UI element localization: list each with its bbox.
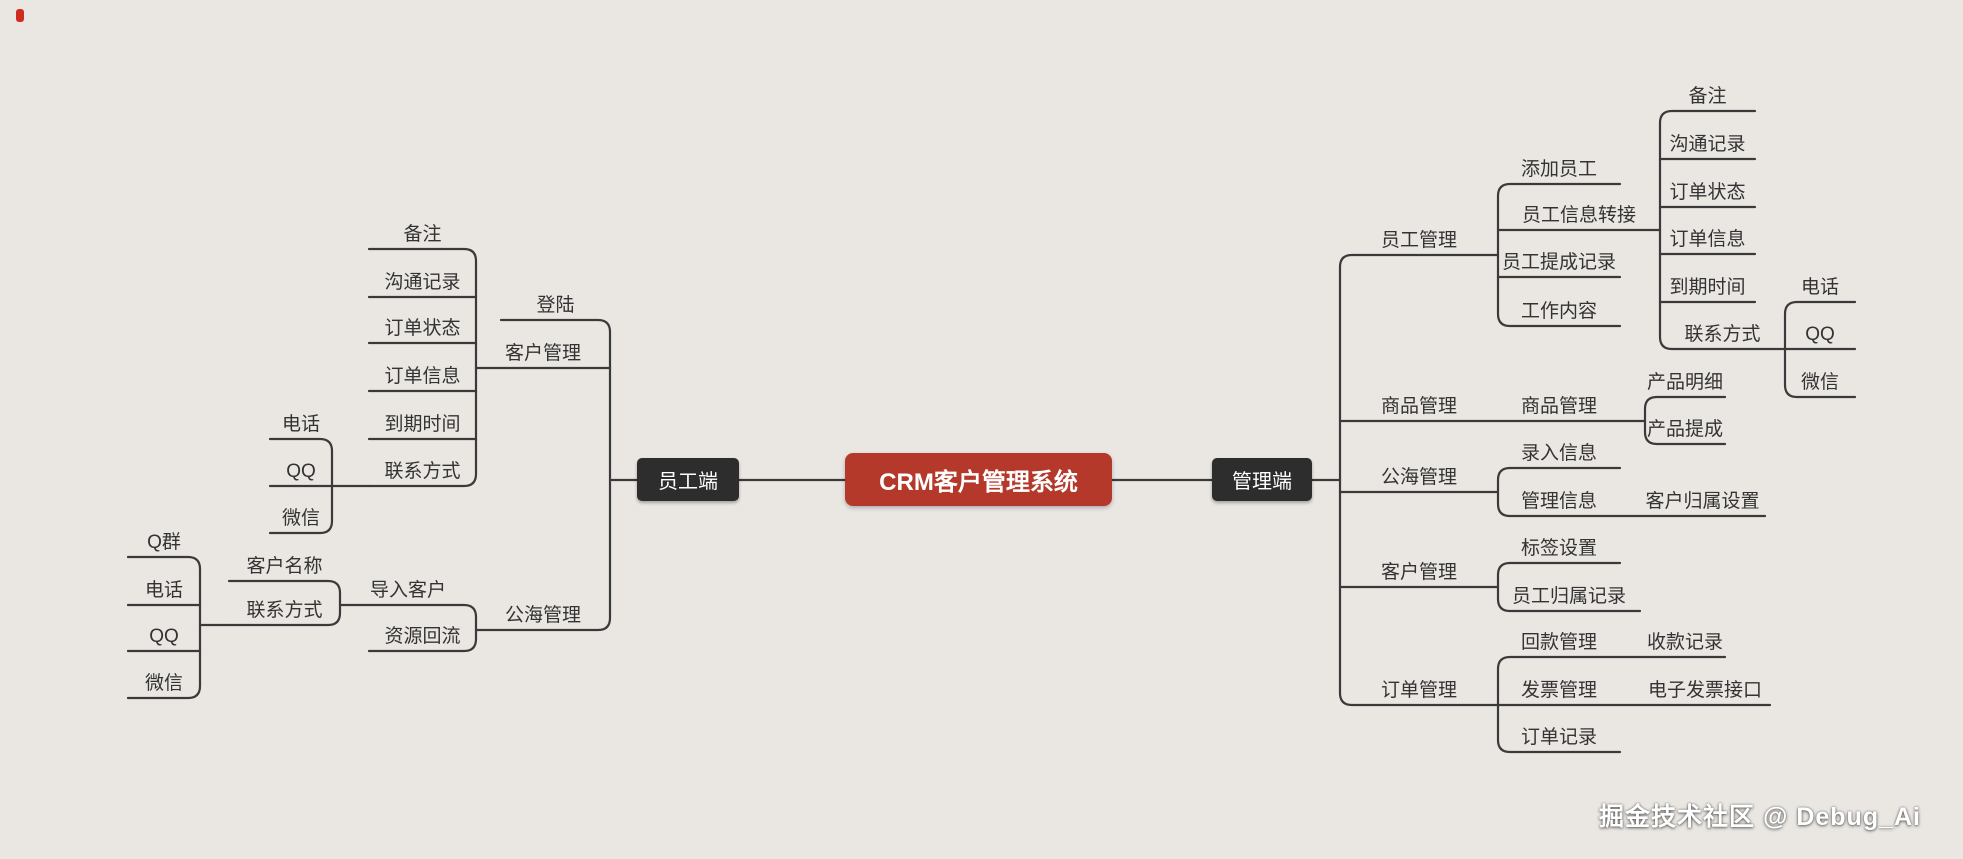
right-connectors (1110, 109, 1857, 754)
node-import-customer[interactable]: 导入客户 (369, 580, 446, 601)
connector-left-customer-bracket (367, 247, 478, 488)
node-staff-transfer[interactable]: 员工信息转接 (1521, 205, 1636, 226)
node-contact-r-qq[interactable]: QQ (1805, 324, 1835, 345)
node-order-info-r[interactable]: 订单信息 (1669, 229, 1746, 250)
node-order-status-r[interactable]: 订单状态 (1669, 182, 1746, 203)
connector-right-customer-bracket (1496, 561, 1642, 613)
node-remark-r[interactable]: 备注 (1688, 86, 1727, 107)
recording-indicator (16, 9, 24, 22)
node-staff-commission[interactable]: 员工提成记录 (1501, 252, 1616, 273)
node-product-mgmt-sub[interactable]: 商品管理 (1520, 396, 1597, 417)
node-payment-mgmt[interactable]: 回款管理 (1520, 632, 1597, 653)
node-login[interactable]: 登陆 (536, 295, 575, 316)
connector-left-contact2-mid-lines (126, 603, 202, 653)
root-topic[interactable]: CRM客户管理系统 (845, 453, 1112, 506)
node-contact-r-wechat[interactable]: 微信 (1800, 372, 1839, 393)
node-order-log[interactable]: 订单记录 (1520, 727, 1597, 748)
node-product-mgmt[interactable]: 商品管理 (1380, 396, 1457, 417)
node-contact-wechat[interactable]: 微信 (281, 508, 320, 529)
branch-admin-side[interactable]: 管理端 (1212, 458, 1312, 501)
node-contact-r[interactable]: 联系方式 (1684, 324, 1761, 345)
node-contact[interactable]: 联系方式 (384, 461, 461, 482)
node-receipt-log[interactable]: 收款记录 (1646, 632, 1723, 653)
left-connectors (126, 247, 847, 700)
node-contact2-qq[interactable]: QQ (149, 626, 179, 647)
node-sea-mgmt-r[interactable]: 公海管理 (1380, 467, 1457, 488)
node-tag-settings[interactable]: 标签设置 (1520, 538, 1597, 559)
connector-right-staff-mid-lines (1496, 228, 1662, 279)
node-product-detail[interactable]: 产品明细 (1646, 372, 1723, 393)
node-entry-info[interactable]: 录入信息 (1520, 443, 1597, 464)
node-comm-log-r[interactable]: 沟通记录 (1669, 134, 1746, 155)
connector-left-import-bracket (227, 579, 342, 627)
connector-left-level1-bracket (474, 318, 612, 632)
connector-right-level1-mid-lines (1338, 419, 1647, 589)
node-contact-r-phone[interactable]: 电话 (1800, 277, 1839, 298)
node-manage-info[interactable]: 管理信息 (1520, 491, 1597, 512)
node-product-commission[interactable]: 产品提成 (1646, 419, 1723, 440)
node-comm-log[interactable]: 沟通记录 (384, 272, 461, 293)
node-expire-time-r[interactable]: 到期时间 (1669, 277, 1746, 298)
node-remark[interactable]: 备注 (403, 224, 442, 245)
node-work-content[interactable]: 工作内容 (1520, 301, 1597, 322)
node-sea-mgmt[interactable]: 公海管理 (504, 605, 581, 626)
node-staff-attribution[interactable]: 员工归属记录 (1511, 586, 1626, 607)
node-staff-mgmt[interactable]: 员工管理 (1380, 230, 1457, 251)
node-order-mgmt[interactable]: 订单管理 (1380, 680, 1457, 701)
connector-right-transfer-bracket (1658, 109, 1787, 351)
node-contact2-qgroup[interactable]: Q群 (147, 532, 181, 553)
node-resource-reflow[interactable]: 资源回流 (384, 626, 461, 647)
connector-right-staff-bracket (1496, 182, 1622, 328)
branch-employee-side[interactable]: 员工端 (637, 458, 739, 501)
node-contact2-wechat[interactable]: 微信 (144, 673, 183, 694)
node-contact2-phone[interactable]: 电话 (144, 580, 183, 601)
connector-left-sea-bracket (338, 603, 478, 653)
node-contact-phone[interactable]: 电话 (281, 414, 320, 435)
connector-right-transfer-mid-lines (1658, 157, 1757, 304)
connector-left-contact2-bracket (126, 555, 202, 700)
node-invoice-mgmt[interactable]: 发票管理 (1520, 680, 1597, 701)
node-expire-time[interactable]: 到期时间 (384, 414, 461, 435)
node-e-invoice[interactable]: 电子发票接口 (1647, 680, 1762, 701)
node-customer-mgmt-r[interactable]: 客户管理 (1380, 562, 1457, 583)
node-add-staff[interactable]: 添加员工 (1520, 159, 1597, 180)
node-order-status[interactable]: 订单状态 (384, 318, 461, 339)
node-customer-mgmt[interactable]: 客户管理 (504, 343, 581, 364)
connector-right-level1-bracket (1338, 253, 1500, 707)
node-order-info[interactable]: 订单信息 (384, 366, 461, 387)
node-customer-name[interactable]: 客户名称 (246, 556, 323, 577)
connector-right-sea-bracket (1496, 466, 1767, 518)
node-contact-qq[interactable]: QQ (286, 461, 316, 482)
connector-left-customer-mid-lines (367, 295, 478, 441)
watermark: 掘金技术社区 @ Debug_Ai (1599, 803, 1921, 831)
node-contact2[interactable]: 联系方式 (246, 600, 323, 621)
node-customer-attribution[interactable]: 客户归属设置 (1645, 491, 1760, 512)
connector-right-product-bracket (1643, 395, 1727, 446)
